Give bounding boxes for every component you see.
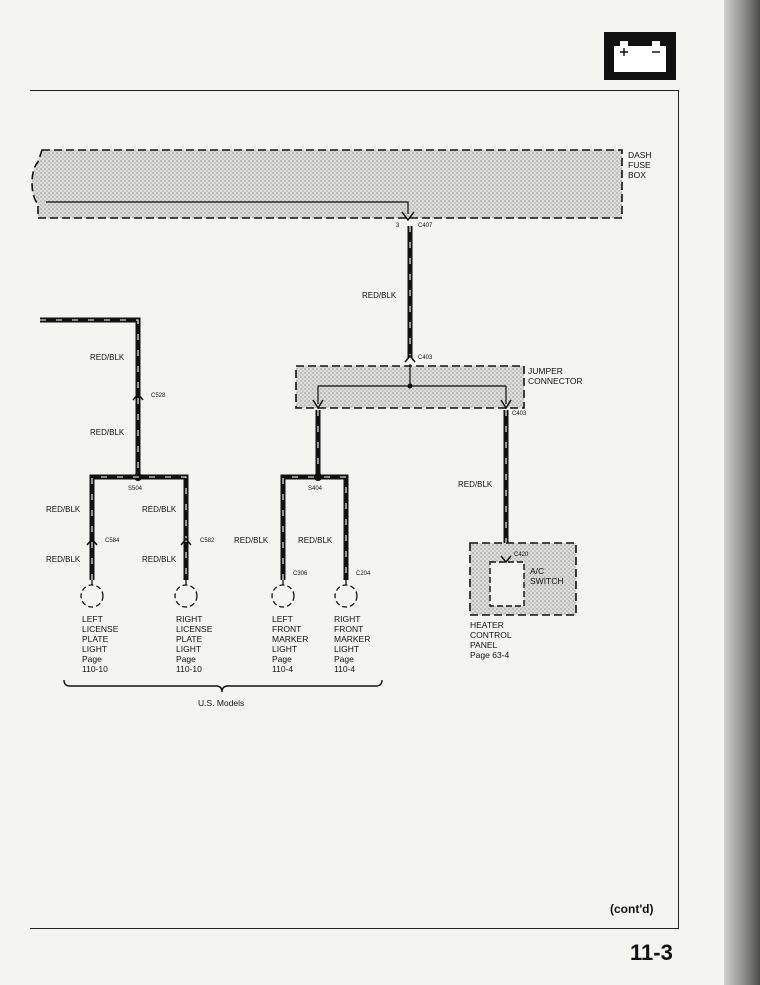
bulb-left-license [80, 580, 104, 608]
c528-arrow [132, 392, 144, 401]
c403-top-label: C403 [418, 355, 433, 361]
battery-icon [614, 41, 666, 72]
wire-color-label: RED/BLK [90, 428, 125, 437]
wire-color-label: RED/BLK [46, 505, 81, 514]
page-number: 11-3 [630, 940, 673, 965]
wire-color-label: RED/BLK [362, 291, 397, 300]
c420-label: C420 [514, 552, 529, 558]
heater-control-panel-label: HEATER CONTROL PANEL Page 63-4 [470, 620, 512, 660]
left-feed-wire [40, 317, 141, 474]
ac-switch-label: A/C SWITCH [530, 566, 564, 586]
c403-bottom-label: C403 [512, 411, 527, 417]
c528-label: C528 [151, 393, 166, 399]
fuse-box-internal-wire [46, 201, 409, 214]
wire-color-label: RED/BLK [142, 555, 177, 564]
c582-arrow [180, 537, 192, 546]
ac-switch-box [489, 561, 525, 607]
wire-color-label: RED/BLK [298, 536, 333, 545]
us-models-bracket [63, 679, 383, 693]
page-bottom-rule [30, 928, 679, 929]
c582-label: C582 [200, 538, 215, 544]
dash-fuse-box-outline [31, 149, 623, 219]
c420-arrow [500, 555, 512, 564]
s504-label: S504 [128, 486, 143, 492]
us-models-label: U.S. Models [198, 698, 245, 708]
c407-arrow [401, 211, 415, 222]
c204-label: C204 [356, 571, 371, 577]
dash-fuse-box-label: DASH FUSE BOX [628, 150, 652, 180]
c403-top-arrow [404, 354, 416, 363]
s404-label: S404 [308, 486, 323, 492]
bulb-right-license [174, 580, 198, 608]
jumper-connector-label: JUMPER CONNECTOR [528, 366, 583, 386]
wire-color-label: RED/BLK [234, 536, 269, 545]
c584-arrow [86, 537, 98, 546]
wire-color-label: RED/BLK [142, 505, 177, 514]
battery-badge [604, 32, 676, 80]
bulb-left-front-marker [271, 580, 295, 608]
wire-color-label: RED/BLK [46, 555, 81, 564]
jumper-left-arrow [312, 399, 324, 410]
c407-pin-label: 3 [396, 223, 400, 229]
wire-color-label: RED/BLK [458, 480, 493, 489]
c407-label: C407 [418, 223, 433, 229]
continued-label: (cont'd) [610, 902, 654, 916]
bulb-right-front-marker [334, 580, 358, 608]
c584-label: C584 [105, 538, 120, 544]
page-right-rule [678, 90, 679, 928]
page-top-rule [30, 90, 678, 91]
jumper-right-arrow [500, 399, 512, 410]
scan-page-edge [724, 0, 760, 985]
wire-color-label: RED/BLK [90, 353, 125, 362]
c306-label: C306 [293, 571, 308, 577]
